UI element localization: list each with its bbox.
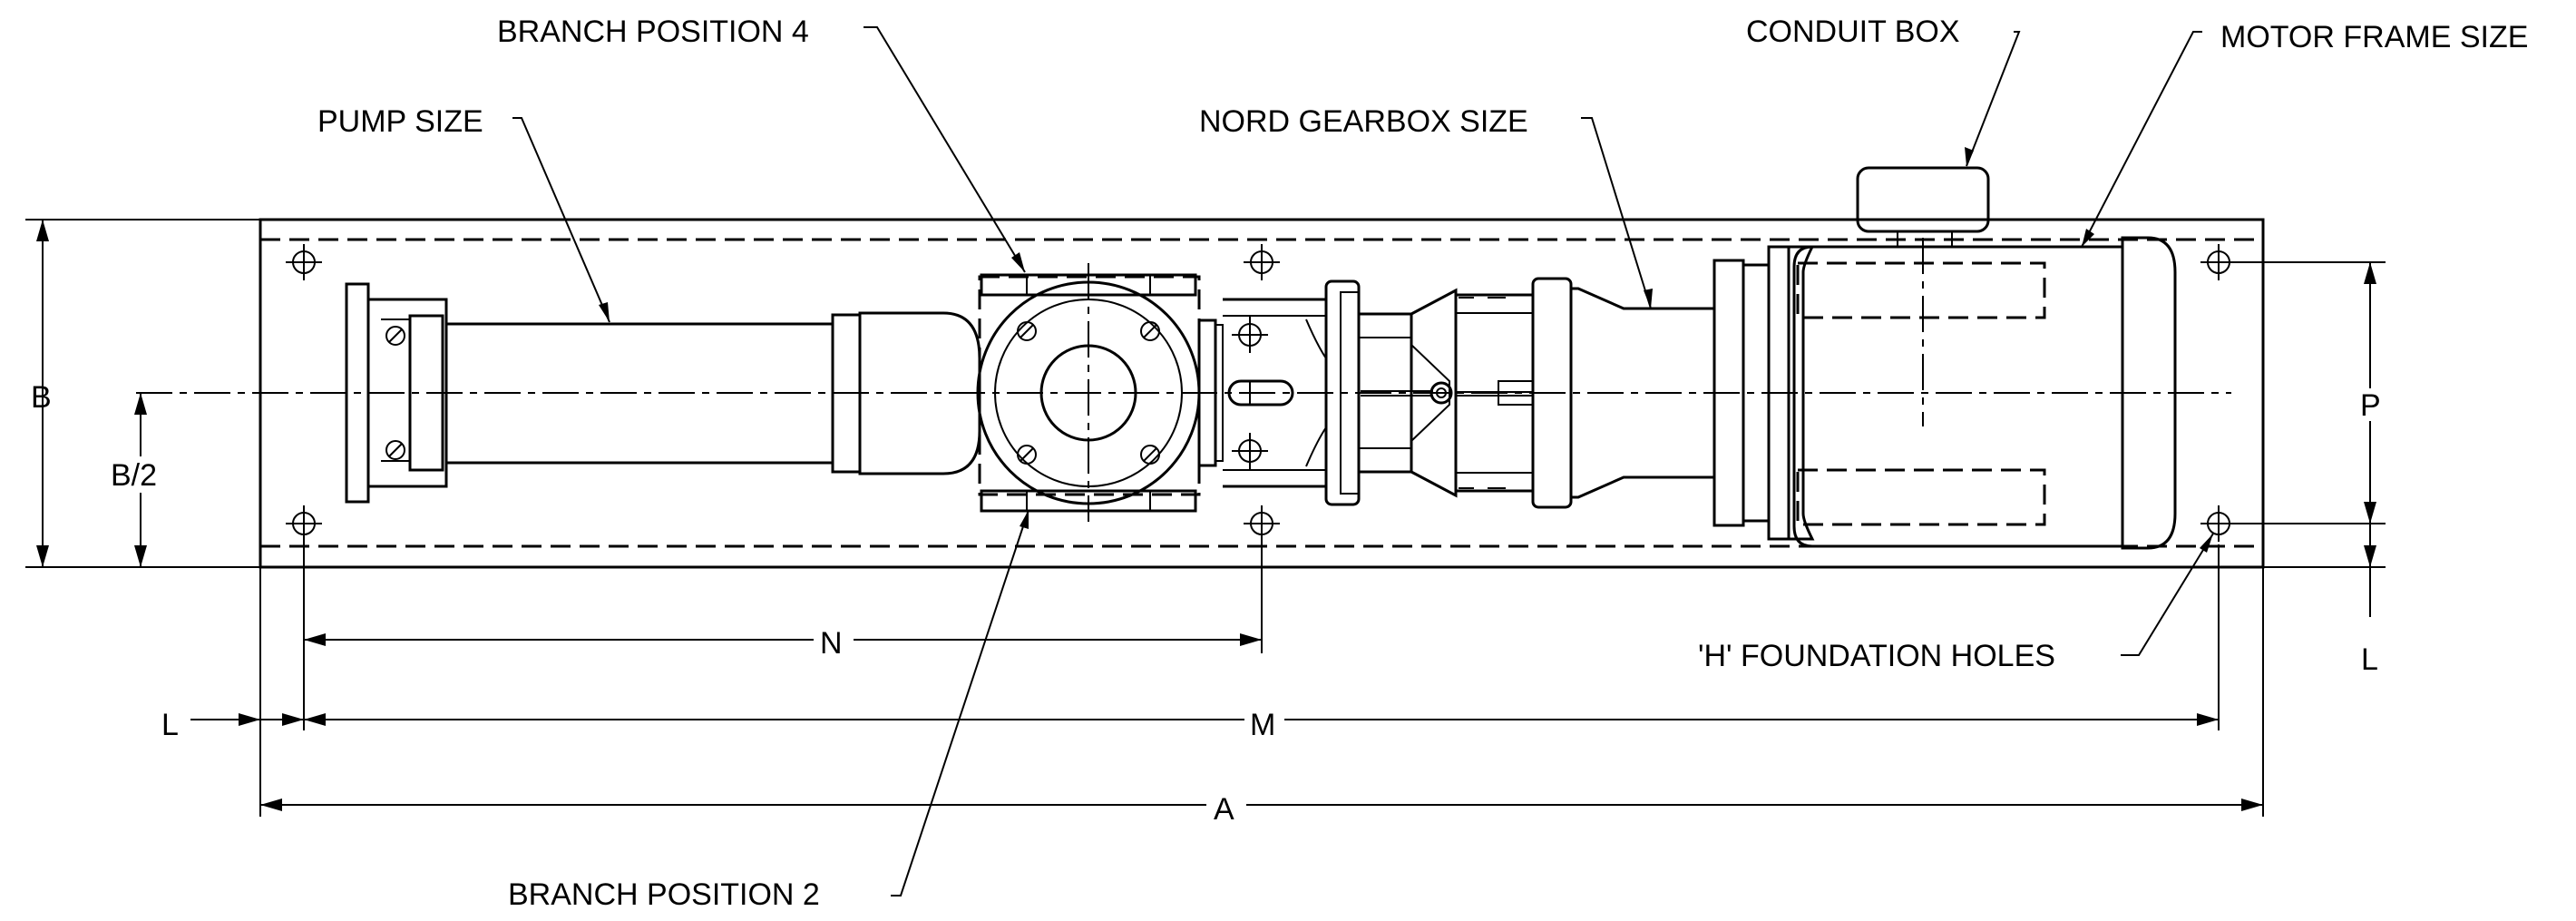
nord-gearbox-size-label: NORD GEARBOX SIZE bbox=[1199, 104, 1528, 139]
callout-labels: BRANCH POSITION 4 PUMP SIZE NORD GEARBOX… bbox=[317, 15, 2528, 912]
branch-position-2-label: BRANCH POSITION 2 bbox=[508, 877, 820, 912]
m-label-gap bbox=[1244, 706, 1284, 735]
pump-size-label: PUMP SIZE bbox=[317, 104, 483, 139]
a-label-gap bbox=[1206, 791, 1246, 820]
dim-n-label: N bbox=[820, 626, 843, 661]
p-label-gap bbox=[2356, 388, 2384, 421]
motor-frame-size-label: MOTOR FRAME SIZE bbox=[2220, 20, 2528, 54]
pump-barrel bbox=[446, 311, 981, 475]
motor bbox=[1767, 236, 2177, 550]
dim-p-label: P bbox=[2360, 388, 2381, 423]
dim-b-half-label: B/2 bbox=[111, 458, 157, 493]
dim-a-label: A bbox=[1214, 792, 1234, 827]
dimension-lines bbox=[25, 219, 2386, 817]
dim-b-label: B bbox=[31, 380, 52, 415]
leader-arrowheads bbox=[599, 147, 2213, 553]
pump-end-cover bbox=[345, 282, 448, 504]
dim-m-label: M bbox=[1250, 708, 1275, 742]
leader-lines bbox=[512, 26, 2214, 897]
dim-l-bottom-label: L bbox=[161, 708, 179, 742]
dimension-labels: B B/2 N L M A P L bbox=[31, 380, 2381, 827]
suction-housing bbox=[976, 263, 1224, 522]
b-half-label-gap bbox=[100, 456, 172, 493]
conduit-box bbox=[1856, 166, 1990, 247]
foundation-holes-label: 'H' FOUNDATION HOLES bbox=[1698, 639, 2055, 673]
conduit-box-label: CONDUIT BOX bbox=[1746, 15, 1960, 49]
branch-position-4-label: BRANCH POSITION 4 bbox=[497, 15, 809, 49]
n-label-gap bbox=[814, 626, 854, 655]
dim-l-right-label: L bbox=[2361, 642, 2378, 677]
